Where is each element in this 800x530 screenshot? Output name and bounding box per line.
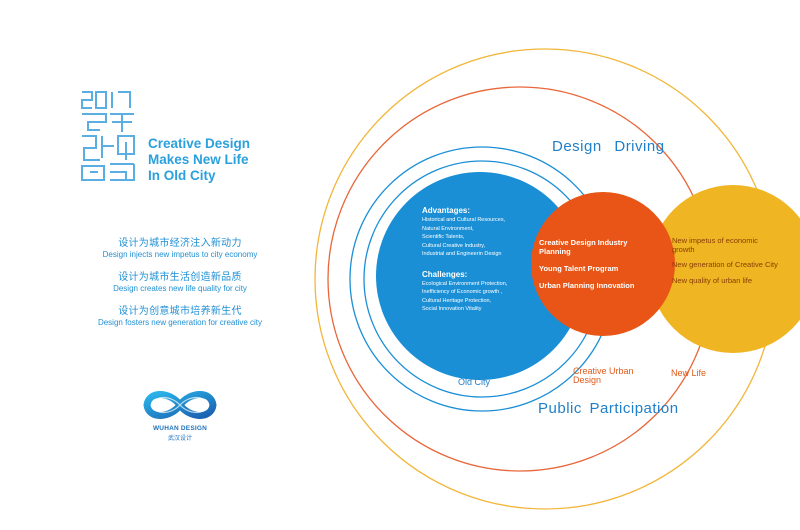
challenge-item: Cultural Heritage Protection,: [422, 297, 492, 304]
headline-line-3: In Old City: [148, 168, 216, 183]
advantage-item: Industrial and Engineerin Design: [422, 251, 502, 257]
creative-item: Young Talent Program: [539, 264, 619, 273]
new-life-item: New quality of urban life: [672, 275, 753, 285]
public-participation-label: Public Participation: [538, 400, 679, 417]
creative-item: Creative Design Industry Planning: [539, 238, 628, 256]
headline-line-2: Makes New Life: [148, 152, 249, 167]
creative-design-circle: [531, 192, 675, 336]
challenges-title: Challenges:: [422, 269, 468, 279]
old-city-circle: [376, 172, 584, 380]
slogan-cn: 设计为城市生活创造新品质: [118, 272, 242, 283]
challenge-item: Ecological Environment Protection,: [422, 280, 508, 287]
creative-item: Urban Planning Innovation: [539, 281, 635, 290]
wuhan-design-logo: WUHAN DESIGN 武汉设计: [136, 386, 224, 442]
slogan-en: Design fosters new generation for creati…: [97, 318, 263, 327]
new-life-circle: [649, 185, 800, 353]
2017-design-seal-icon: [81, 91, 135, 181]
design-driving-label: Design Driving: [552, 138, 665, 155]
creative-design-content: Creative Design Industry Planning Young …: [539, 238, 649, 298]
new-life-item: New impetus of economic growth: [672, 236, 758, 254]
brand-name-cn: 武汉设计: [167, 436, 192, 442]
slogan-item: 设计为城市经济注入新动力 Design injects new impetus …: [80, 238, 280, 260]
new-life-content: New impetus of economic growth New gener…: [672, 236, 782, 292]
new-life-item: New generation of Creative City: [672, 260, 778, 269]
creative-urban-design-label: Creative Urban Design: [573, 367, 653, 385]
slogan-en: Design injects new impetus to city econo…: [102, 250, 258, 259]
challenge-item: Social Innovation Vitality: [422, 306, 482, 312]
headline-line-1: Creative Design: [148, 136, 251, 151]
brand-name: WUHAN DESIGN: [152, 425, 208, 432]
advantage-item: Cultural Creative Industry,: [422, 242, 486, 249]
new-life-label: New Life: [671, 368, 707, 378]
old-city-content: Advantages: Historical and Cultural Reso…: [422, 206, 542, 314]
advantage-item: Historical and Cultural Resources,: [422, 217, 506, 223]
slogan-item: 设计为创意城市培养新生代 Design fosters new generati…: [80, 306, 280, 328]
infinity-loop-icon: [143, 391, 217, 419]
old-city-label: Old City: [458, 377, 491, 387]
challenge-item: Inefficiency of Economic growth ,: [422, 289, 503, 295]
headline: Creative Design Makes New Life In Old Ci…: [148, 136, 250, 184]
creative-urban-design-text: Creative Urban Design: [573, 366, 634, 385]
slogan-list: 设计为城市经济注入新动力 Design injects new impetus …: [80, 238, 280, 340]
advantages-title: Advantages:: [422, 206, 471, 215]
advantage-item: Scientific Talents,: [422, 234, 465, 240]
slogan-item: 设计为城市生活创造新品质 Design creates new life qua…: [80, 272, 280, 294]
advantage-item: Natural Environment,: [422, 225, 474, 232]
slogan-cn: 设计为城市经济注入新动力: [118, 238, 242, 249]
slogan-cn: 设计为创意城市培养新生代: [118, 306, 242, 317]
slogan-en: Design creates new life quality for city: [113, 284, 247, 293]
